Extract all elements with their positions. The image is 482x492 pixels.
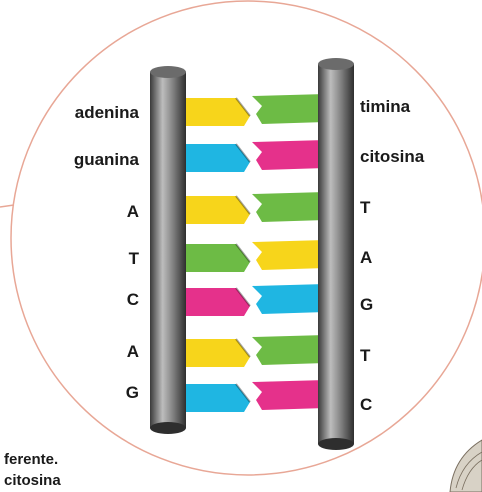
caption-line-1: ferente.: [4, 451, 58, 468]
right-base-label: timina: [360, 98, 410, 115]
left-base-label: T: [129, 250, 139, 267]
right-backbone: [318, 58, 354, 450]
base-right-5: [252, 284, 326, 314]
base-right-1: [252, 94, 326, 124]
left-base-label: guanina: [74, 151, 139, 168]
right-base-label: citosina: [360, 148, 424, 165]
right-base-label: A: [360, 249, 372, 266]
left-backbone: [150, 66, 186, 434]
right-base-label: T: [360, 347, 370, 364]
left-base-label: A: [127, 203, 139, 220]
right-base-label: C: [360, 396, 372, 413]
caption-line-2: citosina: [4, 472, 61, 489]
right-base-label: G: [360, 296, 373, 313]
base-right-6: [252, 335, 326, 365]
left-base-label: G: [126, 384, 139, 401]
left-base-label: adenina: [75, 104, 139, 121]
left-base-label: A: [127, 343, 139, 360]
base-right-4: [252, 240, 326, 270]
corner-decoration: [450, 440, 482, 492]
base-pair-rungs: [175, 94, 326, 412]
base-right-3: [252, 192, 326, 222]
base-right-7: [252, 380, 326, 410]
right-base-label: T: [360, 199, 370, 216]
pointer-line: [0, 205, 14, 207]
base-right-2: [252, 140, 326, 170]
left-base-label: C: [127, 291, 139, 308]
